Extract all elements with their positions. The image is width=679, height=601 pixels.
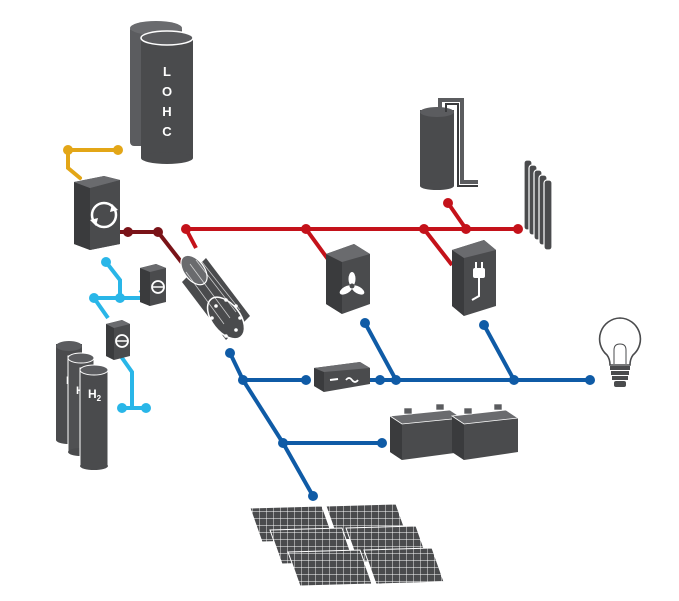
blue-node xyxy=(585,375,595,385)
red-node xyxy=(461,224,471,234)
light-blue-node xyxy=(115,293,125,303)
lohc-letter-h: H xyxy=(162,104,171,119)
blue-node xyxy=(360,318,370,328)
blue-node xyxy=(301,375,311,385)
inverter-icon xyxy=(314,362,370,392)
lohc-letter-c: C xyxy=(162,124,172,139)
red-node xyxy=(513,224,523,234)
light-blue-node xyxy=(117,403,127,413)
dark-red-line xyxy=(120,230,188,270)
h2-front-label: H2 xyxy=(88,387,102,403)
lohc-letter-l: L xyxy=(163,64,171,79)
heat-pump-fan-icon xyxy=(326,244,370,314)
lohc-tank-icon: L O H C xyxy=(130,21,194,164)
fuel-cell-stack-icon xyxy=(180,254,250,340)
red-node xyxy=(181,224,191,234)
light-blue-node xyxy=(141,403,151,413)
battery-icon xyxy=(450,403,520,460)
yellow-node xyxy=(113,145,123,155)
light-blue-node xyxy=(101,257,111,267)
yellow-line xyxy=(66,148,120,180)
blue-node xyxy=(308,491,318,501)
hydrogen-tanks-icon: H H H2 xyxy=(56,341,109,470)
compressor-icon xyxy=(140,264,166,306)
blue-node xyxy=(238,375,248,385)
blue-node xyxy=(278,438,288,448)
light-blue-node xyxy=(89,293,99,303)
blue-node xyxy=(391,375,401,385)
red-node xyxy=(443,198,453,208)
battery-icon xyxy=(388,403,464,460)
lohc-letter-o: O xyxy=(162,84,172,99)
compressor-icon xyxy=(106,320,130,360)
radiator-icon xyxy=(523,159,553,251)
blue-node xyxy=(225,348,235,358)
solar-panel-icon xyxy=(249,503,445,587)
red-node xyxy=(301,224,311,234)
reactor-icon xyxy=(74,176,120,250)
blue-node xyxy=(377,438,387,448)
blue-node xyxy=(375,375,385,385)
yellow-node xyxy=(63,145,73,155)
dark-red-node xyxy=(123,227,133,237)
hot-water-tank-icon xyxy=(420,98,478,190)
blue-node xyxy=(479,320,489,330)
dark-red-node xyxy=(153,227,163,237)
ev-charger-icon xyxy=(452,240,496,316)
blue-node xyxy=(509,375,519,385)
light-bulb-icon xyxy=(598,317,642,387)
red-node xyxy=(419,224,429,234)
